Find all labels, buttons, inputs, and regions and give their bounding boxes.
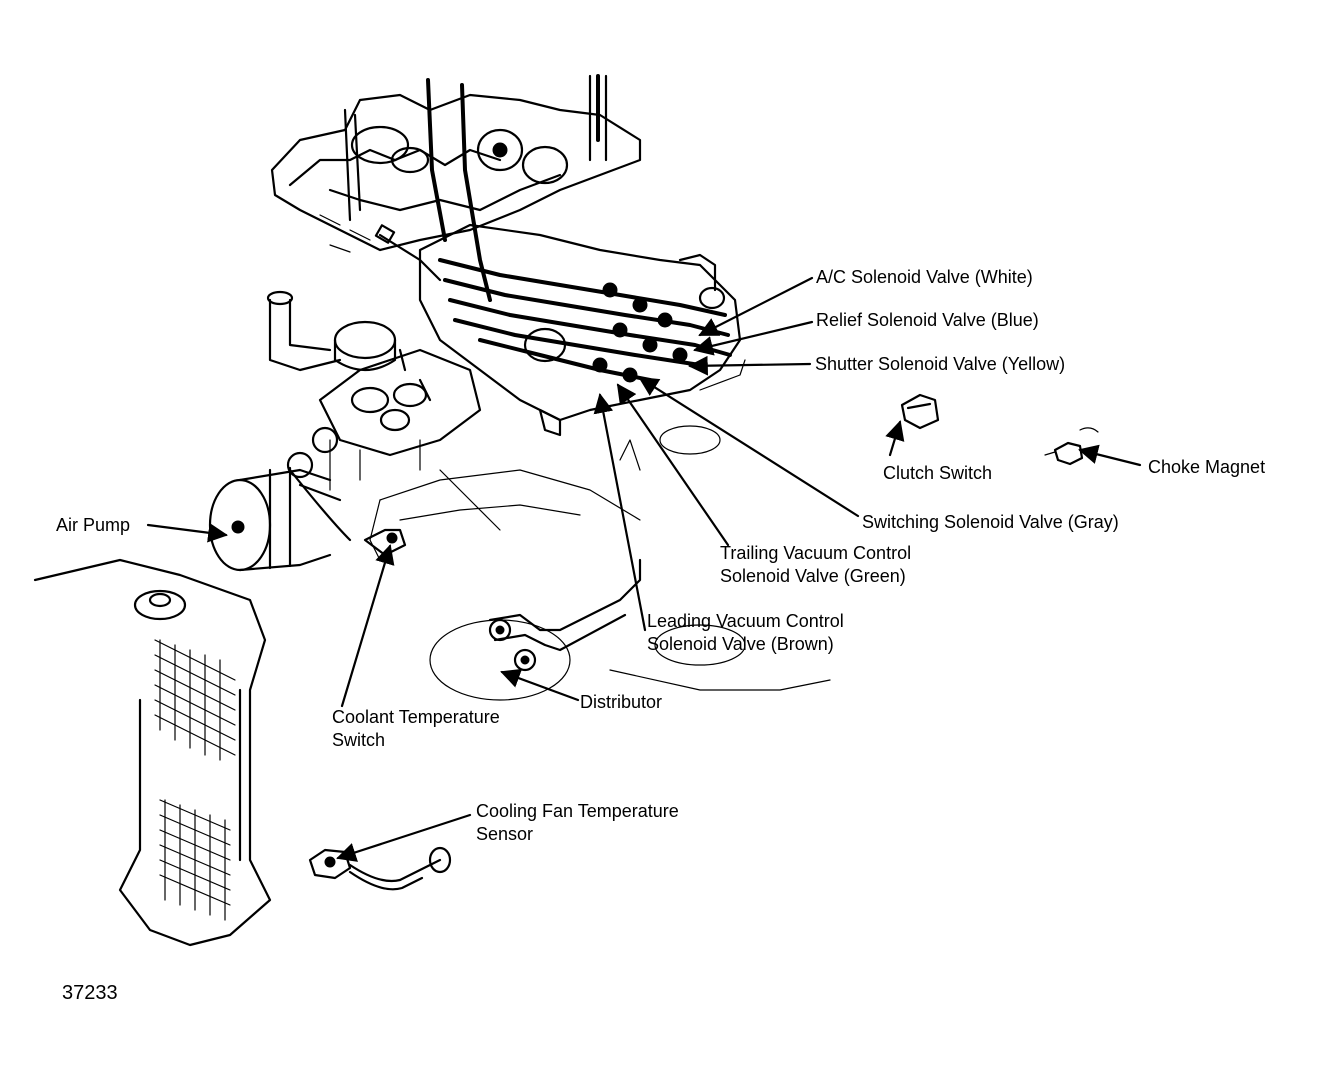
leader-trailing-solenoid — [618, 385, 728, 545]
label-distributor: Distributor — [580, 691, 662, 714]
leader-air-pump — [148, 525, 226, 535]
label-clutch-switch: Clutch Switch — [883, 462, 992, 485]
figure-number: 37233 — [62, 982, 118, 1005]
label-cooling-fan-sensor-line2: Sensor — [476, 823, 533, 846]
label-trailing-vacuum-control-line1: Trailing Vacuum Control — [720, 542, 911, 565]
cooling-fan-sensor-drawing — [310, 848, 450, 889]
label-leading-vacuum-control-line1: Leading Vacuum Control — [647, 610, 844, 633]
leader-leading-solenoid — [600, 395, 645, 630]
intake-manifold-drawing — [272, 76, 640, 300]
leader-shutter-solenoid — [690, 364, 810, 366]
air-pump-drawing — [210, 428, 350, 570]
label-choke-magnet: Choke Magnet — [1148, 456, 1265, 479]
leader-distributor — [502, 672, 578, 700]
carburetor-drawing — [268, 292, 480, 490]
label-relief-solenoid-valve: Relief Solenoid Valve (Blue) — [816, 309, 1039, 332]
leader-clutch-switch — [890, 422, 900, 455]
label-air-pump: Air Pump — [56, 514, 130, 537]
label-coolant-temperature-line1: Coolant Temperature — [332, 706, 500, 729]
label-shutter-solenoid-valve: Shutter Solenoid Valve (Yellow) — [815, 353, 1065, 376]
label-leading-vacuum-control-line2: Solenoid Valve (Brown) — [647, 633, 834, 656]
solenoid-valve-bank — [376, 225, 745, 470]
label-cooling-fan-sensor-line1: Cooling Fan Temperature — [476, 800, 679, 823]
label-trailing-vacuum-control-line2: Solenoid Valve (Green) — [720, 565, 906, 588]
clutch-switch-drawing — [902, 395, 938, 428]
choke-magnet-drawing — [1045, 428, 1098, 464]
radiator-drawing — [35, 560, 270, 945]
leader-coolant-switch — [342, 546, 390, 706]
leader-relief-solenoid — [695, 322, 812, 350]
leader-cooling-fan-sensor — [338, 815, 470, 858]
leader-choke-magnet — [1080, 450, 1140, 465]
label-coolant-temperature-line2: Switch — [332, 729, 385, 752]
leader-switching-solenoid — [640, 378, 858, 516]
label-ac-solenoid-valve: A/C Solenoid Valve (White) — [816, 266, 1033, 289]
label-switching-solenoid-valve: Switching Solenoid Valve (Gray) — [862, 511, 1119, 534]
